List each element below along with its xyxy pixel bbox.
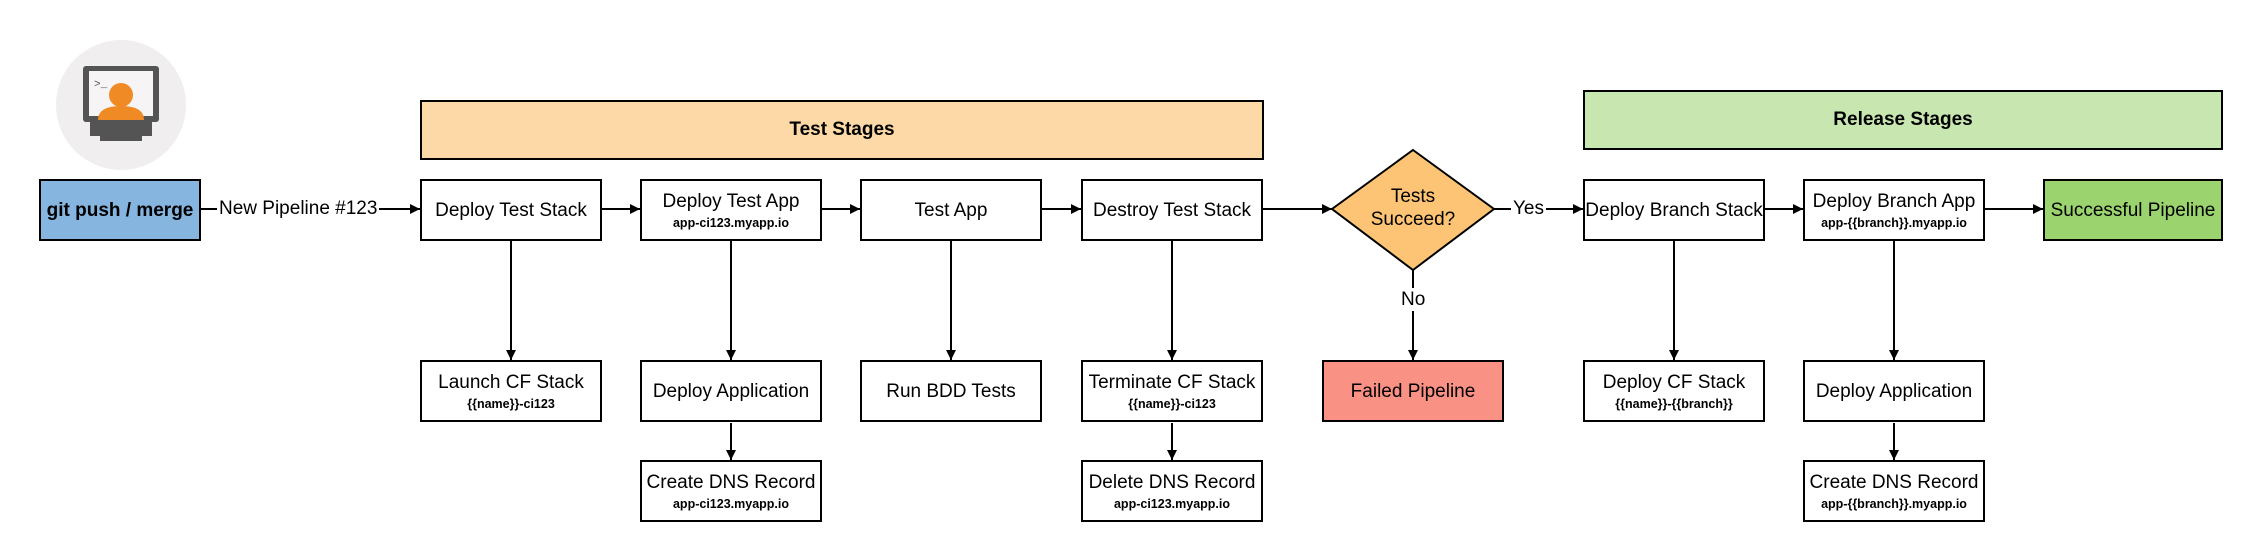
deploy-cf-stack-label: Deploy CF Stack xyxy=(1602,371,1746,393)
release-create-dns-record-node: Create DNS Record app-{{branch}}.myapp.i… xyxy=(1803,460,1985,522)
deploy-test-app-label: Deploy Test App xyxy=(662,190,800,212)
release-deploy-application-label: Deploy Application xyxy=(1815,380,1973,402)
git-push-merge-label: git push / merge xyxy=(46,199,194,221)
deploy-cf-stack-node: Deploy CF Stack {{name}}-{{branch}} xyxy=(1583,360,1765,422)
release-create-dns-record-sub: app-{{branch}}.myapp.io xyxy=(1821,496,1967,511)
destroy-test-stack-label: Destroy Test Stack xyxy=(1092,199,1252,221)
test-app-label: Test App xyxy=(914,199,988,221)
deploy-application-node: Deploy Application xyxy=(640,360,822,422)
developer-at-computer-icon: >_ xyxy=(83,66,159,141)
release-stages-band: Release Stages xyxy=(1583,90,2223,150)
deploy-application-label: Deploy Application xyxy=(652,380,810,402)
launch-cf-stack-label: Launch CF Stack xyxy=(438,371,584,393)
decision-diamond xyxy=(1330,148,1496,272)
successful-pipeline-node: Successful Pipeline xyxy=(2043,179,2223,241)
deploy-branch-stack-node: Deploy Branch Stack xyxy=(1583,179,1765,241)
no-edge-label: No xyxy=(1399,288,1428,311)
launch-cf-stack-sub: {{name}}-ci123 xyxy=(467,396,555,411)
terminate-cf-stack-sub: {{name}}-ci123 xyxy=(1128,396,1216,411)
release-deploy-application-node: Deploy Application xyxy=(1803,360,1985,422)
deploy-branch-app-sub: app-{{branch}}.myapp.io xyxy=(1821,215,1967,230)
deploy-branch-app-label: Deploy Branch App xyxy=(1812,190,1976,212)
decision-line2: Succeed? xyxy=(1370,209,1456,230)
create-dns-record-label: Create DNS Record xyxy=(646,471,816,493)
test-app-node: Test App xyxy=(860,179,1042,241)
run-bdd-tests-label: Run BDD Tests xyxy=(886,380,1016,402)
deploy-test-stack-label: Deploy Test Stack xyxy=(435,199,587,221)
deploy-test-app-node: Deploy Test App app-ci123.myapp.io xyxy=(640,179,822,241)
decision-line1: Tests xyxy=(1390,186,1436,207)
release-create-dns-record-label: Create DNS Record xyxy=(1809,471,1979,493)
launch-cf-stack-node: Launch CF Stack {{name}}-ci123 xyxy=(420,360,602,422)
deploy-test-stack-node: Deploy Test Stack xyxy=(420,179,602,241)
deploy-branch-stack-label: Deploy Branch Stack xyxy=(1585,199,1763,221)
delete-dns-record-node: Delete DNS Record app-ci123.myapp.io xyxy=(1081,460,1263,522)
terminate-cf-stack-node: Terminate CF Stack {{name}}-ci123 xyxy=(1081,360,1263,422)
svg-text:>_: >_ xyxy=(94,79,108,91)
decision-label: Tests Succeed? xyxy=(1353,185,1473,231)
create-dns-record-node: Create DNS Record app-ci123.myapp.io xyxy=(640,460,822,522)
failed-pipeline-label: Failed Pipeline xyxy=(1350,380,1476,402)
deploy-cf-stack-sub: {{name}}-{{branch}} xyxy=(1615,396,1733,411)
test-stages-band: Test Stages xyxy=(420,100,1264,160)
run-bdd-tests-node: Run BDD Tests xyxy=(860,360,1042,422)
create-dns-record-sub: app-ci123.myapp.io xyxy=(672,496,789,511)
delete-dns-record-label: Delete DNS Record xyxy=(1088,471,1256,493)
new-pipeline-edge-label: New Pipeline #123 xyxy=(217,197,380,220)
git-push-merge-node: git push / merge xyxy=(39,179,201,241)
deploy-test-app-sub: app-ci123.myapp.io xyxy=(672,215,789,230)
delete-dns-record-sub: app-ci123.myapp.io xyxy=(1113,496,1230,511)
failed-pipeline-node: Failed Pipeline xyxy=(1322,360,1504,422)
deploy-branch-app-node: Deploy Branch App app-{{branch}}.myapp.i… xyxy=(1803,179,1985,241)
successful-pipeline-label: Successful Pipeline xyxy=(2050,199,2216,221)
terminate-cf-stack-label: Terminate CF Stack xyxy=(1088,371,1256,393)
yes-edge-label: Yes xyxy=(1511,197,1546,220)
destroy-test-stack-node: Destroy Test Stack xyxy=(1081,179,1263,241)
developer-avatar: >_ xyxy=(56,40,186,170)
